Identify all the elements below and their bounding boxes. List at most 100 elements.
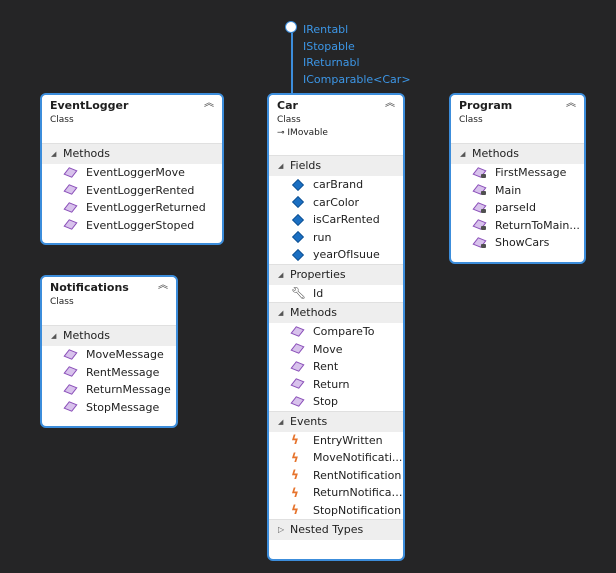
lightning-icon: ϟ (291, 450, 299, 465)
method-icon (291, 361, 305, 373)
class-car[interactable]: Car Class ⊸ IMovable ︽ ◢Fields carBrand … (267, 93, 405, 561)
section-nested-types[interactable]: ▷Nested Types (269, 519, 403, 540)
interface-label[interactable]: IStopable (303, 39, 355, 53)
private-method-icon (473, 202, 487, 214)
field-item[interactable]: isCarRented (269, 211, 403, 229)
section-methods[interactable]: ◢ Methods (269, 302, 403, 323)
interface-lollipop-circle (285, 21, 297, 33)
field-item[interactable]: carColor (269, 194, 403, 212)
class-header[interactable]: Notifications Class ︽ (42, 277, 176, 325)
triangle-down-icon: ◢ (278, 309, 284, 317)
class-header[interactable]: EventLogger Class ︽ (42, 95, 222, 143)
collapse-chevron-icon[interactable]: ︽ (158, 280, 168, 291)
section-label: Properties (290, 267, 346, 281)
field-item[interactable]: carBrand (269, 176, 403, 194)
method-item[interactable]: FirstMessage (451, 164, 584, 182)
field-icon (291, 214, 305, 226)
method-item[interactable]: parseId (451, 199, 584, 217)
triangle-down-icon: ◢ (278, 162, 284, 170)
method-icon (291, 343, 305, 355)
section-events[interactable]: ◢ Events (269, 410, 403, 432)
method-item[interactable]: Move (269, 341, 403, 359)
field-item[interactable]: yearOfIsuue (269, 246, 403, 264)
lightning-icon: ϟ (291, 503, 299, 518)
class-kind: Class (277, 115, 301, 125)
private-method-icon (473, 167, 487, 179)
class-name: EventLogger (50, 99, 129, 112)
method-item[interactable]: MoveMessage (42, 346, 176, 364)
method-item[interactable]: RentMessage (42, 364, 176, 382)
method-icon (64, 366, 78, 378)
section-methods[interactable]: ◢ Methods (451, 143, 584, 164)
field-icon (291, 231, 305, 243)
implements-line: ⊸ IMovable (277, 128, 328, 138)
class-program[interactable]: Program Class ︽ ◢ Methods FirstMessage Ma… (449, 93, 586, 264)
method-icon (64, 167, 78, 179)
method-icon (291, 396, 305, 408)
private-method-icon (473, 219, 487, 231)
field-icon (291, 196, 305, 208)
class-name: Car (277, 99, 298, 112)
method-item[interactable]: Rent (269, 358, 403, 376)
method-item[interactable]: EventLoggerRented (42, 182, 222, 200)
method-icon (64, 219, 78, 231)
section-label: Methods (290, 306, 337, 319)
method-icon (64, 349, 78, 361)
method-item[interactable]: CompareTo (269, 323, 403, 341)
method-item[interactable]: EventLoggerReturned (42, 199, 222, 217)
class-header[interactable]: Car Class ⊸ IMovable ︽ (269, 95, 403, 155)
property-item[interactable]: 🔧︎Id (291, 286, 324, 301)
method-icon (64, 184, 78, 196)
field-item[interactable]: run (269, 229, 403, 247)
method-icon (64, 202, 78, 214)
lightning-icon: ϟ (291, 433, 299, 448)
method-item[interactable]: ReturnMessage (42, 381, 176, 399)
section-methods[interactable]: ◢Methods (42, 143, 222, 164)
method-item[interactable]: ShowCars (451, 234, 584, 252)
method-item[interactable]: ReturnToMain... (451, 217, 584, 235)
class-header[interactable]: Program Class ︽ (451, 95, 584, 143)
collapse-chevron-icon[interactable]: ︽ (204, 98, 214, 109)
method-icon (291, 378, 305, 390)
method-item[interactable]: Stop (269, 393, 403, 411)
triangle-down-icon: ◢ (278, 270, 284, 279)
class-name: Program (459, 99, 513, 112)
interface-label[interactable]: IComparable<Car> (303, 72, 411, 86)
field-icon (291, 179, 305, 191)
section-methods[interactable]: ◢Methods (42, 325, 176, 346)
triangle-down-icon: ◢ (460, 150, 466, 158)
interface-label[interactable]: IReturnabl (303, 56, 360, 69)
arrow-right-icon: ⊸ (277, 128, 288, 138)
section-label: Methods (472, 147, 519, 160)
wrench-icon: 🔧︎ (291, 286, 307, 301)
class-name: Notifications (50, 281, 129, 294)
collapse-chevron-icon[interactable]: ︽ (385, 98, 395, 109)
method-item[interactable]: Return (269, 376, 403, 394)
interface-label[interactable]: IRentabl (303, 23, 349, 36)
section-properties[interactable]: ◢ Properties (269, 263, 403, 285)
method-item[interactable]: Main (451, 182, 584, 200)
triangle-down-icon: ◢ (278, 417, 284, 426)
method-icon (64, 384, 78, 396)
section-fields[interactable]: ◢ Fields (269, 155, 403, 176)
field-icon (291, 249, 305, 261)
class-kind: Class (50, 297, 74, 307)
interface-lollipop-line (291, 33, 293, 95)
triangle-down-icon: ◢ (51, 150, 57, 158)
section-label: Events (290, 414, 328, 428)
class-notifications[interactable]: Notifications Class ︽ ◢Methods MoveMessa… (40, 275, 178, 428)
interface-list: IRentabl IStopable IReturnabl IComparabl… (303, 22, 411, 88)
method-item[interactable]: StopMessage (42, 399, 176, 417)
lightning-icon: ϟ (291, 485, 299, 500)
class-eventlogger[interactable]: EventLogger Class ︽ ◢Methods EventLogger… (40, 93, 224, 245)
method-item[interactable]: EventLoggerMove (42, 164, 222, 182)
section-label: Fields (290, 159, 322, 172)
class-kind: Class (50, 115, 74, 125)
collapse-chevron-icon[interactable]: ︽ (566, 98, 576, 109)
method-item[interactable]: EventLoggerStoped (42, 217, 222, 235)
